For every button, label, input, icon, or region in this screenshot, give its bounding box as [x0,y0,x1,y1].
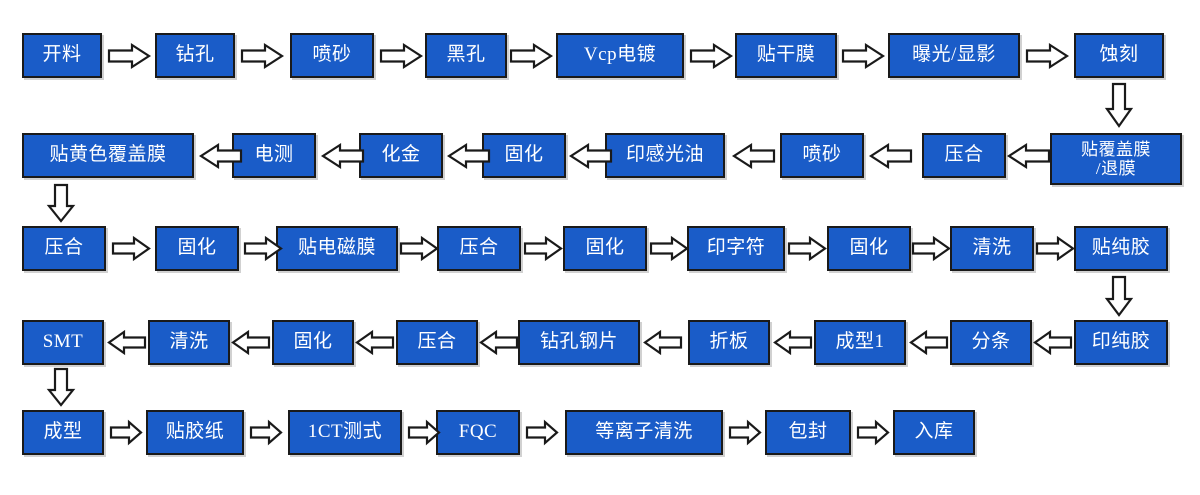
process-node-n18[interactable]: 固化 [155,226,239,271]
flow-arrow-right-e6 [856,419,890,446]
flow-arrow-left-b3 [446,142,491,170]
flow-arrow-right-c5 [649,235,689,262]
process-node-n35[interactable]: 成型 [22,410,104,455]
flow-arrow-right-a3 [379,42,424,70]
flow-arrow-right-c1 [111,235,151,262]
process-node-n38[interactable]: FQC [436,410,520,455]
flow-arrow-left-b6 [868,142,913,170]
process-node-n20[interactable]: 压合 [437,226,521,271]
process-node-n21[interactable]: 固化 [563,226,647,271]
process-node-n16[interactable]: 贴覆盖膜 /退膜 [1050,133,1182,185]
process-node-n39[interactable]: 等离子清洗 [565,410,723,455]
flow-arrow-right-a5 [689,42,734,70]
process-node-n23[interactable]: 固化 [827,226,911,271]
flow-arrow-right-c4 [523,235,563,262]
process-node-n25[interactable]: 贴纯胶 [1074,226,1168,271]
process-node-n34[interactable]: 印纯胶 [1074,320,1168,365]
flow-arrow-right-c2 [243,235,283,262]
process-node-n32[interactable]: 成型1 [814,320,906,365]
flow-arrow-left-d2 [231,329,271,356]
flow-arrow-right-a7 [1025,42,1070,70]
flow-arrow-right-a6 [841,42,886,70]
process-node-n9[interactable]: 贴黄色覆盖膜 [22,133,194,178]
flow-arrow-right-c8 [1035,235,1075,262]
process-node-n27[interactable]: 清洗 [148,320,230,365]
flow-arrow-left-d8 [1033,329,1073,356]
flow-arrow-down-v2 [46,183,76,223]
process-node-n17[interactable]: 压合 [22,226,106,271]
flow-arrow-right-e1 [109,419,143,446]
process-node-n8[interactable]: 蚀刻 [1074,33,1164,78]
flow-arrow-left-b7 [1006,142,1051,170]
process-node-n2[interactable]: 钻孔 [155,33,235,78]
process-node-n36[interactable]: 贴胶纸 [146,410,244,455]
flow-arrow-left-d7 [909,329,949,356]
process-node-n1[interactable]: 开料 [22,33,102,78]
process-node-n29[interactable]: 压合 [396,320,478,365]
flow-arrow-down-v3 [1104,275,1134,317]
flow-arrow-down-v1 [1104,82,1134,128]
process-node-n12[interactable]: 固化 [482,133,566,178]
flow-arrow-left-b4 [568,142,613,170]
process-node-n5[interactable]: Vcp电镀 [556,33,684,78]
process-node-n3[interactable]: 喷砂 [290,33,374,78]
process-node-n13[interactable]: 印感光油 [605,133,725,178]
flow-arrow-right-e4 [525,419,559,446]
flow-arrow-down-v4 [46,367,76,407]
flow-arrow-right-e2 [249,419,283,446]
process-node-n10[interactable]: 电测 [232,133,316,178]
flow-arrow-right-c6 [787,235,827,262]
process-node-n31[interactable]: 折板 [688,320,770,365]
process-node-n28[interactable]: 固化 [272,320,354,365]
process-node-n40[interactable]: 包封 [765,410,851,455]
flow-arrow-left-d5 [643,329,683,356]
flow-arrow-right-c7 [911,235,951,262]
process-node-n33[interactable]: 分条 [950,320,1032,365]
flow-arrow-left-d1 [107,329,147,356]
process-node-n30[interactable]: 钻孔钢片 [518,320,640,365]
flow-arrow-right-c3 [399,235,439,262]
process-node-n22[interactable]: 印字符 [687,226,785,271]
flow-arrow-left-b1 [198,142,243,170]
process-node-n37[interactable]: 1CT测式 [288,410,402,455]
flow-arrow-left-b5 [731,142,776,170]
process-node-n41[interactable]: 入库 [893,410,975,455]
flow-arrow-right-e3 [407,419,441,446]
flow-arrow-right-a2 [240,42,285,70]
process-node-n14[interactable]: 喷砂 [780,133,864,178]
flow-arrow-left-d6 [773,329,813,356]
process-node-n6[interactable]: 贴干膜 [735,33,837,78]
flow-arrow-left-d3 [355,329,395,356]
process-node-n24[interactable]: 清洗 [950,226,1034,271]
flow-arrow-left-d4 [479,329,519,356]
flow-arrow-right-a4 [509,42,554,70]
flow-arrow-right-a1 [107,42,152,70]
flow-arrow-left-b2 [320,142,365,170]
process-node-n11[interactable]: 化金 [359,133,443,178]
flow-arrow-right-e5 [728,419,762,446]
process-node-n4[interactable]: 黑孔 [425,33,507,78]
process-node-n7[interactable]: 曝光/显影 [888,33,1020,78]
process-node-n26[interactable]: SMT [22,320,104,365]
process-node-n19[interactable]: 贴电磁膜 [276,226,398,271]
process-node-n15[interactable]: 压合 [922,133,1006,178]
